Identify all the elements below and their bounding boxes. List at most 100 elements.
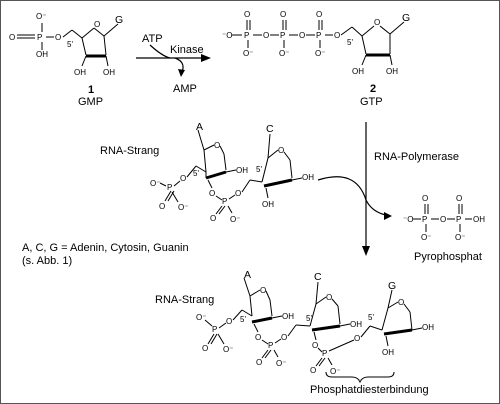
gmp-p: P xyxy=(37,33,42,42)
bot-p3-o-double: O xyxy=(310,366,316,375)
gtp-oh-2: OH xyxy=(352,67,364,76)
gmp-oh-3: OH xyxy=(103,68,115,77)
top-chain-o-minus: O⁻ xyxy=(150,179,160,188)
gtp-o-minus-left: ⁻O xyxy=(222,31,232,40)
top-o-ester-1: O xyxy=(180,174,186,183)
gtp-ester-o: O xyxy=(334,31,340,40)
bot-base-a: A xyxy=(244,269,251,281)
top-ring-o-a: O xyxy=(214,141,220,150)
bot-ring-o-c: O xyxy=(326,293,332,302)
polymerase-reaction-arrow: RNA-Polymerase xyxy=(317,122,459,256)
gmp-o-double: O xyxy=(9,33,15,42)
compound2-name: GTP xyxy=(360,96,383,108)
pyrophosphate-label: Pyrophosphat xyxy=(414,251,482,263)
gtp-p1: P xyxy=(244,31,249,40)
legend-line1: A, C, G = Adenin, Cytosin, Guanin xyxy=(22,242,189,254)
top-p1-o-double: O xyxy=(159,202,165,211)
bot-oh-a: OH xyxy=(282,312,294,321)
gtp-bridge-o2: O xyxy=(299,31,305,40)
bot-5prime-2: 5' xyxy=(306,314,312,323)
bot-p3: P xyxy=(322,349,327,358)
kinase-label: Kinase xyxy=(170,44,204,56)
ppi-p1: P xyxy=(422,215,427,224)
gtp-structure: ⁻O P O O⁻ O P O O⁻ O P O O⁻ O 5' xyxy=(222,10,410,108)
bot-oh-g-2: OH xyxy=(422,323,434,332)
gmp-o-ester: O xyxy=(55,33,61,42)
bot-ring-o-g: O xyxy=(398,298,404,307)
top-o-3-a: O xyxy=(209,189,215,198)
bot-p3-o-minus: O⁻ xyxy=(330,367,340,376)
bot-ring-o-a: O xyxy=(260,286,266,295)
ppi-p2-o-minus: O⁻ xyxy=(455,233,465,242)
bot-o-3-a: O xyxy=(255,333,261,342)
ppi-p2: P xyxy=(456,215,461,224)
atp-label: ATP xyxy=(142,33,163,45)
top-base-c: C xyxy=(266,123,274,135)
gmp-structure: O⁻ O P O OH 5' O OH OH G 1 GMP xyxy=(9,12,123,108)
top-p1-o-minus: O⁻ xyxy=(178,203,188,212)
bot-base-c: C xyxy=(314,271,322,283)
gmp-5prime: 5' xyxy=(67,40,73,49)
gmp-base-g: G xyxy=(115,14,123,26)
bot-5prime-3: 5' xyxy=(368,313,374,322)
bot-p2: P xyxy=(268,341,273,350)
top-oh-c-3: OH xyxy=(262,200,274,209)
top-base-a: A xyxy=(196,121,203,133)
gtp-base-g: G xyxy=(402,12,410,24)
gtp-oh-3: OH xyxy=(386,67,398,76)
bot-oh-c: OH xyxy=(350,320,362,329)
top-p1: P xyxy=(167,183,172,192)
bot-chain-o-minus: O⁻ xyxy=(196,313,206,322)
top-ring-o-c: O xyxy=(278,146,284,155)
top-p2-o-minus: O⁻ xyxy=(230,215,240,224)
gmp-o-minus-top: O⁻ xyxy=(36,12,46,21)
gtp-ring-o: O xyxy=(374,18,380,27)
bot-p2-o-minus: O⁻ xyxy=(276,359,286,368)
ppi-oh: OH xyxy=(473,215,485,224)
legend: A, C, G = Adenin, Cytosin, Guanin (s. Ab… xyxy=(22,242,189,267)
bot-o-ester-2: O xyxy=(281,333,287,342)
gtp-p1-o-minus: O⁻ xyxy=(243,49,253,58)
rna-polymerase-label: RNA-Polymerase xyxy=(374,151,459,163)
legend-line2: (s. Abb. 1) xyxy=(22,255,72,267)
bot-oh-g-3: OH xyxy=(382,348,394,357)
top-oh-c-2: OH xyxy=(302,173,314,182)
gtp-p2-o-minus: O⁻ xyxy=(279,49,289,58)
top-5prime-2: 5' xyxy=(256,165,262,174)
rna-strand-top-structure: RNA-Strang O⁻ P O O⁻ O 5' O A OH O P O xyxy=(100,121,314,224)
bot-p1-o-double: O xyxy=(202,344,208,353)
bot-p2-o-double: O xyxy=(256,358,262,367)
top-p2: P xyxy=(222,197,227,206)
gtp-p3-o-minus: O⁻ xyxy=(315,49,325,58)
ppi-o-minus-left: ⁻O xyxy=(403,215,413,224)
gtp-p3-o-top: O xyxy=(316,10,322,19)
amp-label: AMP xyxy=(173,83,197,95)
gtp-p1-o-top: O xyxy=(244,10,250,19)
gtp-p3: P xyxy=(316,31,321,40)
gtp-bridge-o1: O xyxy=(263,31,269,40)
gtp-5prime: 5' xyxy=(347,38,353,47)
ppi-bridge-o: O xyxy=(440,215,446,224)
bot-o-ester-1: O xyxy=(226,317,232,326)
ppi-p1-o-top: O xyxy=(422,194,428,203)
bot-5prime-1: 5' xyxy=(240,315,246,324)
top-p2-o-double: O xyxy=(210,214,216,223)
compound2-number: 2 xyxy=(370,83,376,95)
bot-base-g: G xyxy=(388,280,396,292)
pyrophosphate-structure: ⁻O P O O⁻ O P O O⁻ OH Pyrophosphat xyxy=(403,194,485,263)
bot-o-ester-3: O xyxy=(354,334,360,343)
ppi-p2-o-top: O xyxy=(456,194,462,203)
phosphodiester-brace xyxy=(325,371,395,384)
kinase-reaction-arrow: ATP Kinase AMP xyxy=(136,33,211,95)
bot-p1: P xyxy=(212,325,217,334)
rna-strand-top-label: RNA-Strang xyxy=(100,145,159,157)
bot-o-3-c: O xyxy=(312,341,318,350)
bot-p1-o-minus: O⁻ xyxy=(223,345,233,354)
top-o-ester-2: O xyxy=(235,189,241,198)
top-5prime-1: 5' xyxy=(193,169,199,178)
phosphodiester-label: Phosphatdiesterbindung xyxy=(310,384,429,396)
gmp-ring-o: O xyxy=(94,20,100,29)
gmp-oh-2: OH xyxy=(74,68,86,77)
